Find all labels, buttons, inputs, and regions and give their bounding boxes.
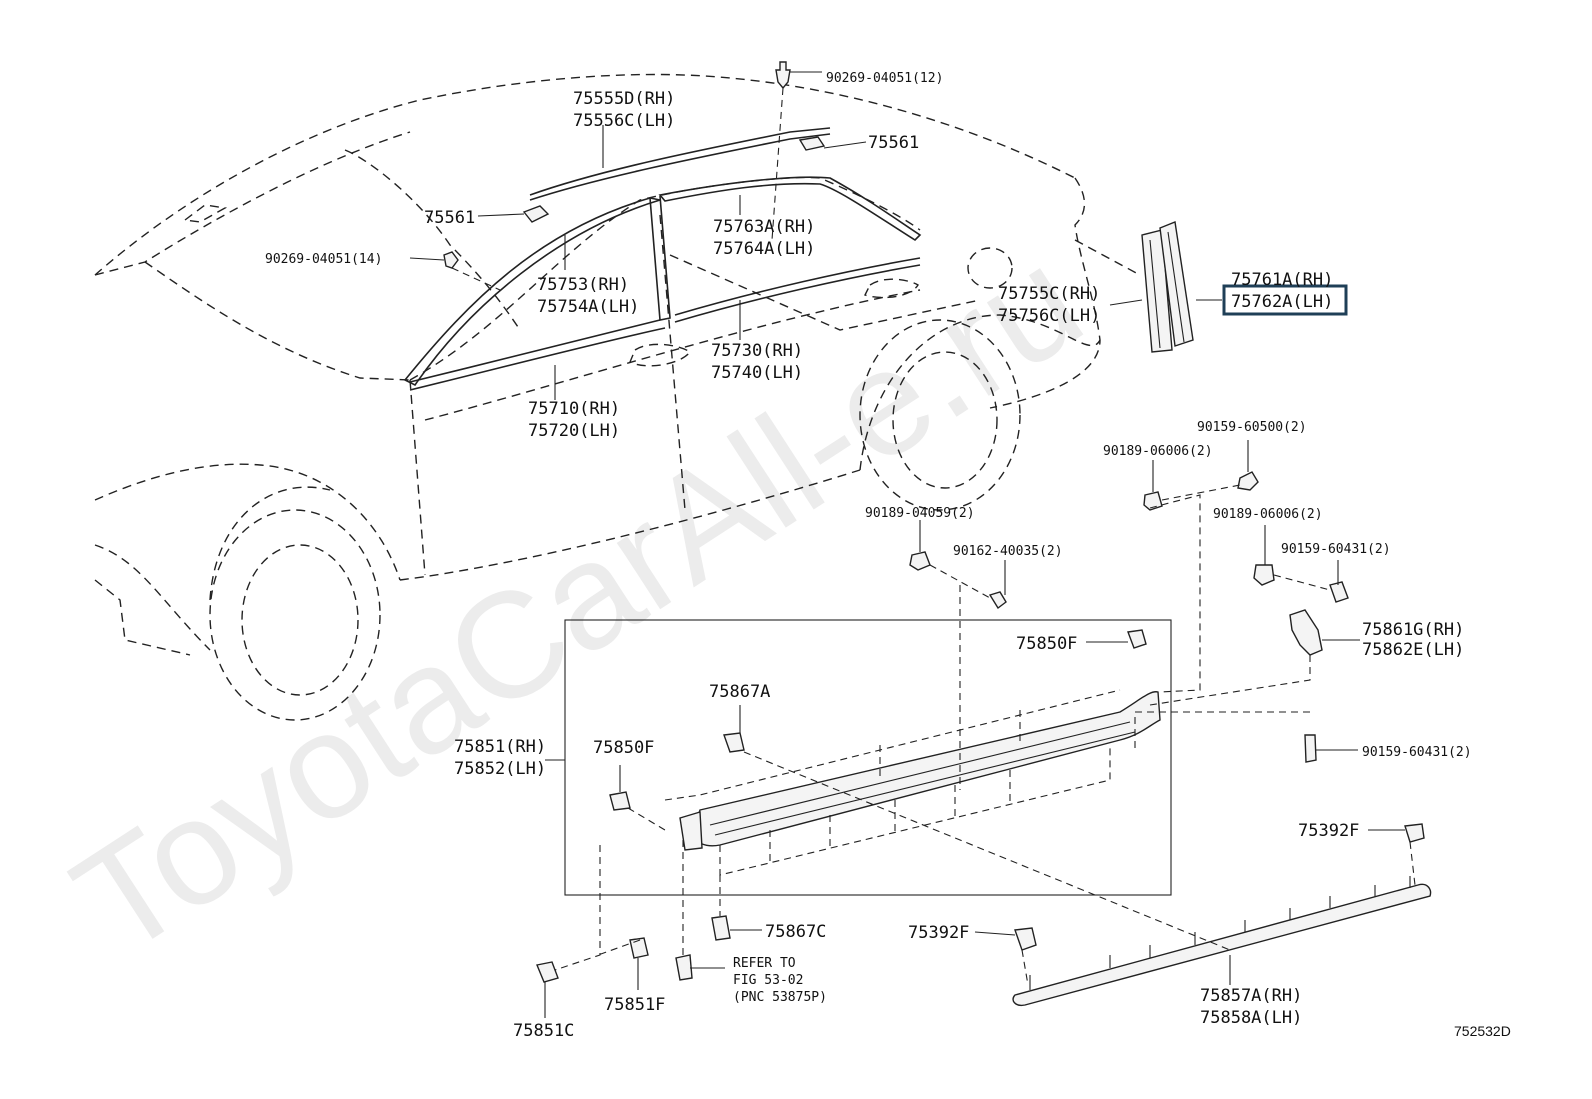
label-75720: 75720(LH) [528, 421, 620, 441]
roof-molding [529, 127, 831, 201]
label-75392f-left: 75392F [908, 923, 969, 943]
label-75753: 75753(RH) [537, 275, 629, 295]
label-75850f-left: 75850F [593, 738, 654, 758]
label-75857a: 75857A(RH) [1200, 986, 1302, 1006]
figure-code: 752532D [1454, 1023, 1511, 1039]
highlight-box [1222, 284, 1348, 316]
label-pnc-53875p: (PNC 53875P) [733, 990, 827, 1005]
callout-labels: 90269-04051(12) 75555D(RH) 75556C(LH) 75… [265, 71, 1511, 1041]
label-75852: 75852(LH) [454, 759, 546, 779]
label-75850f-top: 75850F [1016, 634, 1077, 654]
label-75862e: 75862E(LH) [1362, 640, 1464, 660]
label-90162-40035: 90162-40035(2) [953, 544, 1063, 559]
label-75710: 75710(RH) [528, 399, 620, 419]
label-75556c: 75556C(LH) [573, 111, 675, 131]
label-75392f-right: 75392F [1298, 821, 1359, 841]
label-fig-53-02: FIG 53-02 [733, 973, 803, 988]
rocker-assembly-frame [564, 619, 1172, 896]
car-body-outline [94, 73, 1141, 721]
label-90269-04051-12: 90269-04051(12) [826, 71, 943, 86]
label-75762a: 75762A(LH) [1231, 292, 1333, 312]
label-refer-to: REFER TO [733, 956, 796, 971]
label-75754a: 75754A(LH) [537, 297, 639, 317]
label-75764a: 75764A(LH) [713, 239, 815, 259]
label-90189-04059: 90189-04059(2) [865, 506, 975, 521]
label-75740: 75740(LH) [711, 363, 803, 383]
label-75730: 75730(RH) [711, 341, 803, 361]
label-90189-06006-b: 90189-06006(2) [1213, 507, 1323, 522]
watermark: ToyotaCarAll-e.ru [46, 215, 1109, 987]
label-90159-60500: 90159-60500(2) [1197, 420, 1307, 435]
label-75561-top: 75561 [868, 133, 919, 153]
label-90159-60431-b: 90159-60431(2) [1362, 745, 1472, 760]
label-90159-60431-a: 90159-60431(2) [1281, 542, 1391, 557]
label-75851: 75851(RH) [454, 737, 546, 757]
label-75763a: 75763A(RH) [713, 217, 815, 237]
window-frame-moldings [403, 176, 922, 391]
label-90189-06006-a: 90189-06006(2) [1103, 444, 1213, 459]
rear-pillar-garnish [1141, 221, 1194, 353]
label-90269-04051-14: 90269-04051(14) [265, 252, 382, 267]
label-75861g: 75861G(RH) [1362, 620, 1464, 640]
label-75858a: 75858A(LH) [1200, 1008, 1302, 1028]
label-75755c: 75755C(RH) [998, 284, 1100, 304]
label-75867a: 75867A [709, 682, 770, 702]
lower-side-molding [1012, 876, 1432, 1007]
leader-lines [409, 71, 1416, 1018]
rocker-panel-molding [679, 691, 1161, 851]
label-75851c: 75851C [513, 1021, 574, 1041]
label-75561-left: 75561 [424, 208, 475, 228]
label-75761a: 75761A(RH) [1231, 270, 1333, 290]
label-75555d: 75555D(RH) [573, 89, 675, 109]
label-75851f: 75851F [604, 995, 665, 1015]
hardware-parts [443, 61, 1425, 983]
label-75867c: 75867C [765, 922, 826, 942]
rocker-clip-leaders [664, 585, 1121, 876]
label-75756c: 75756C(LH) [998, 306, 1100, 326]
